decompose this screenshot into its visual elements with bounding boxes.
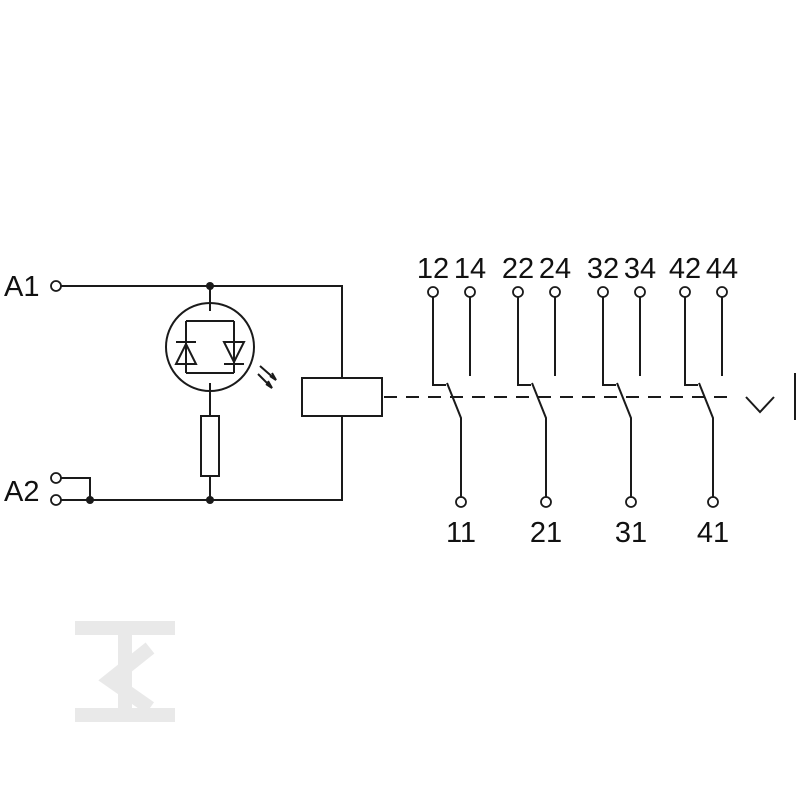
terminal-14 [464, 286, 476, 298]
label-terminal-22: 22 [502, 253, 534, 285]
terminal-a2-lower [50, 494, 62, 506]
mechanical-linkage [384, 373, 796, 420]
label-terminal-41: 41 [697, 517, 729, 549]
contact-group-3 [597, 286, 646, 508]
terminal-a1 [50, 280, 62, 292]
terminal-31 [625, 496, 637, 508]
watermark-logo [75, 621, 175, 722]
label-terminal-14: 14 [454, 253, 486, 285]
terminal-42 [679, 286, 691, 298]
terminal-44 [716, 286, 728, 298]
terminal-24 [549, 286, 561, 298]
label-terminal-32: 32 [587, 253, 619, 285]
junction-dot [206, 282, 214, 290]
label-terminal-24: 24 [539, 253, 571, 285]
terminal-11 [455, 496, 467, 508]
resistor-icon [200, 415, 220, 477]
contact-group-2 [512, 286, 561, 508]
label-terminal-31: 31 [615, 517, 647, 549]
bidirectional-led-icon [165, 302, 255, 392]
label-terminal-12: 12 [417, 253, 449, 285]
junction-dot [86, 496, 94, 504]
light-emission-arrows-icon [257, 365, 277, 389]
label-terminal-21: 21 [530, 517, 562, 549]
label-terminal-34: 34 [624, 253, 656, 285]
terminal-41 [707, 496, 719, 508]
terminal-12 [427, 286, 439, 298]
label-a2: A2 [4, 476, 39, 508]
label-terminal-42: 42 [669, 253, 701, 285]
label-terminal-44: 44 [706, 253, 738, 285]
label-a1: A1 [4, 271, 39, 303]
terminal-21 [540, 496, 552, 508]
terminal-32 [597, 286, 609, 298]
contact-group-4 [679, 286, 728, 508]
terminal-34 [634, 286, 646, 298]
relay-coil-icon [301, 377, 383, 417]
terminal-a2-upper [50, 472, 62, 484]
terminal-22 [512, 286, 524, 298]
contact-group-1 [427, 286, 476, 508]
junction-dot [206, 496, 214, 504]
supply-wiring [50, 280, 343, 506]
label-terminal-11: 11 [446, 517, 476, 549]
